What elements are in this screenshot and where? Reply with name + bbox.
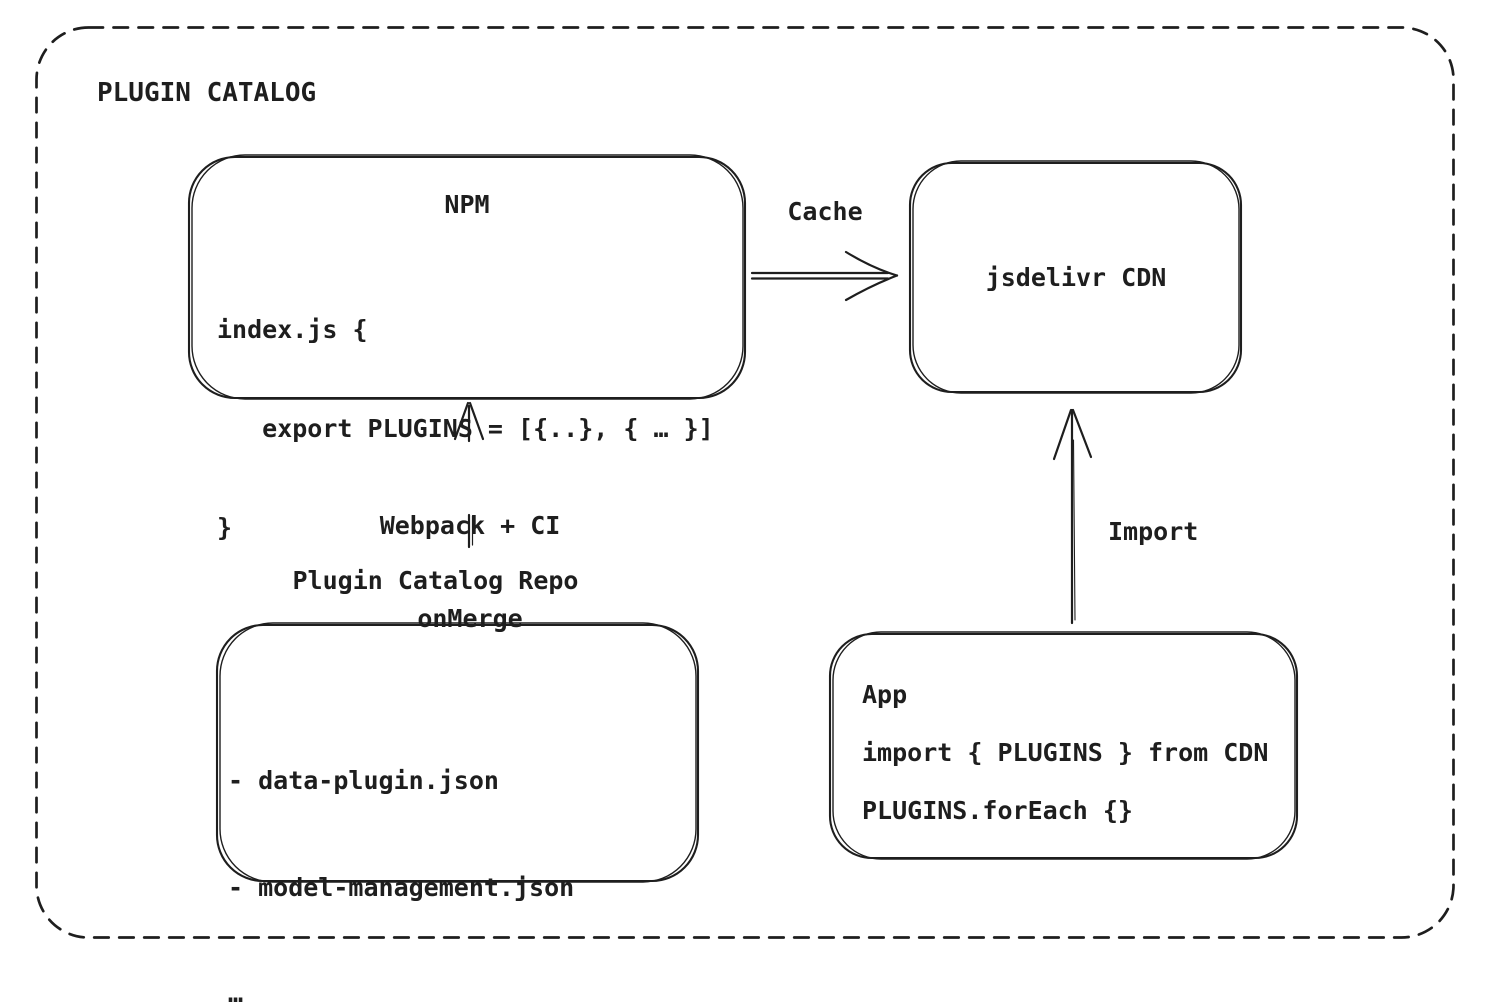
repo-file-item: … [228, 979, 244, 1002]
repo-file-item: - data-plugin.json [228, 766, 499, 795]
npm-code-line: export PLUGINS = [{..}, { … }] [217, 414, 714, 443]
repo-file-item: - model-management.json [228, 872, 575, 902]
npm-code-line: index.js { [217, 315, 368, 344]
repo-file-list: - data-plugin.json - model-management.js… [228, 692, 574, 1002]
app-node-title: App [862, 680, 908, 709]
cache-edge-label: Cache [787, 197, 863, 226]
npm-code-block: index.js { export PLUGINS = [{..}, { … }… [217, 247, 714, 610]
npm-node-title: NPM [444, 190, 490, 219]
import-arrow [1052, 408, 1093, 625]
frame-title: PLUGIN CATALOG [97, 78, 317, 108]
cdn-node-label: jsdelivr CDN [985, 262, 1167, 292]
build-edge-label: Webpack + CI onMerge [330, 448, 610, 696]
cache-arrow [750, 250, 899, 302]
app-code-line: PLUGINS.forEach {} [862, 796, 1133, 825]
app-code-line: import { PLUGINS } from CDN [862, 738, 1269, 767]
import-edge-label: Import [1108, 517, 1199, 546]
repo-node-title: Plugin Catalog Repo [292, 566, 579, 595]
build-edge-label-line2: onMerge [417, 604, 523, 633]
npm-code-line: } [217, 513, 233, 542]
build-edge-label-line1: Webpack + CI [379, 511, 561, 540]
